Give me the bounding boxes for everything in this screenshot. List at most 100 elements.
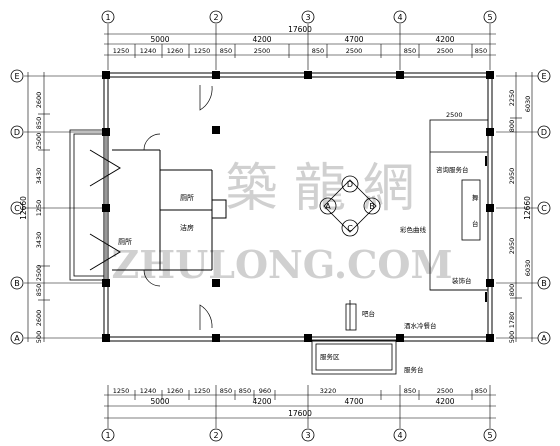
axis-label: 1 bbox=[105, 431, 110, 440]
axis-label: E bbox=[14, 72, 19, 81]
dim-top-fine: 850 bbox=[220, 47, 232, 55]
dim-top-fine: 2500 bbox=[254, 47, 271, 55]
marker-d bbox=[341, 175, 359, 193]
dim-inner: 2500 bbox=[446, 111, 463, 119]
dim-bottom-fine: 960 bbox=[259, 387, 271, 395]
dim-total-right: 12660 bbox=[523, 196, 532, 220]
dim-bottom-fine: 2500 bbox=[437, 387, 454, 395]
marker-label: D bbox=[347, 180, 353, 189]
axis-label: E bbox=[541, 72, 546, 81]
dim-right-fine: 800 bbox=[508, 284, 516, 296]
dim-total-left: 12660 bbox=[19, 196, 28, 220]
room-service: 服务区 bbox=[320, 352, 340, 361]
axis-label: 2 bbox=[213, 13, 218, 22]
axis-bubble bbox=[209, 10, 223, 24]
room-decor: 装饰台 bbox=[452, 276, 472, 285]
axis-label: B bbox=[14, 279, 20, 288]
dim-top-fine: 1250 bbox=[113, 47, 130, 55]
axis-label: B bbox=[541, 279, 547, 288]
dim-top-mid: 4200 bbox=[252, 35, 271, 44]
dim-top-fine: 2500 bbox=[437, 47, 454, 55]
dim-bottom-mid: 4700 bbox=[344, 397, 363, 406]
center-markers bbox=[319, 175, 381, 237]
dim-bottom-fine: 1250 bbox=[194, 387, 211, 395]
dim-bottom-fine: 1260 bbox=[167, 387, 184, 395]
dim-left-fine: 1250 bbox=[35, 200, 43, 217]
dim-top-fine: 850 bbox=[312, 47, 324, 55]
axis-label: 5 bbox=[487, 431, 492, 440]
dim-right-fine: 2950 bbox=[508, 238, 516, 255]
dim-right-fine: 800 bbox=[508, 120, 516, 132]
dim-top-fine: 1260 bbox=[167, 47, 184, 55]
dim-top-mid: 5000 bbox=[150, 35, 169, 44]
axis-label: 2 bbox=[213, 431, 218, 440]
dim-bottom-mid: 4200 bbox=[435, 397, 454, 406]
watermark-en: ZHULONG.COM bbox=[111, 242, 452, 287]
dim-top-fine: 850 bbox=[404, 47, 416, 55]
dim-right-fine: 500 bbox=[508, 331, 516, 343]
top-dimensions bbox=[104, 24, 496, 70]
marker-b bbox=[363, 197, 381, 215]
left-annex bbox=[69, 129, 107, 281]
dim-left-fine: 2500 bbox=[35, 265, 43, 282]
axis-label: 4 bbox=[397, 13, 402, 22]
axis-label: 3 bbox=[305, 431, 310, 440]
dim-left-fine: 500 bbox=[35, 331, 43, 343]
dim-right-fine: 6030 bbox=[524, 96, 532, 113]
room-stage-2: 台 bbox=[472, 219, 479, 228]
dim-top-fine: 850 bbox=[475, 47, 487, 55]
axis-label: D bbox=[14, 128, 20, 137]
dim-top-fine: 1250 bbox=[194, 47, 211, 55]
right-counters bbox=[429, 119, 489, 302]
room-color-zone: 彩色曲线 bbox=[400, 225, 427, 234]
dim-right-fine: 2950 bbox=[508, 168, 516, 185]
dim-total-top: 17600 bbox=[288, 25, 312, 34]
bottom-dimensions bbox=[104, 385, 496, 428]
restroom-block bbox=[89, 149, 227, 271]
dim-left-fine: 2600 bbox=[35, 92, 43, 109]
dim-bottom-fine: 850 bbox=[475, 387, 487, 395]
axis-label: D bbox=[541, 128, 547, 137]
marker-label: B bbox=[369, 202, 375, 211]
dim-left-fine: 3430 bbox=[35, 168, 43, 185]
service-area bbox=[311, 300, 397, 375]
dim-left-fine: 3430 bbox=[35, 232, 43, 249]
dim-top-fine: 2500 bbox=[346, 47, 363, 55]
left-axis-markers bbox=[10, 69, 24, 345]
watermark-cn: 築 龍 網 bbox=[225, 159, 414, 219]
axis-bubble bbox=[301, 10, 315, 24]
axis-label: C bbox=[541, 204, 547, 213]
left-dimensions bbox=[24, 72, 104, 342]
door-swings bbox=[143, 85, 213, 330]
dim-right-fine: 6030 bbox=[524, 260, 532, 277]
dim-left-fine: 850 bbox=[35, 284, 43, 296]
dim-right-fine: 2250 bbox=[508, 90, 516, 107]
room-buffet: 酒水冷餐台 bbox=[404, 321, 437, 330]
axis-label: 4 bbox=[397, 431, 402, 440]
dim-bottom-fine: 1250 bbox=[113, 387, 130, 395]
room-toilet-2: 厕所 bbox=[118, 237, 132, 246]
axis-label: 1 bbox=[105, 13, 110, 22]
dim-bottom-fine: 3220 bbox=[320, 387, 337, 395]
dim-bottom-fine: 850 bbox=[220, 387, 232, 395]
dim-bottom-mid: 4200 bbox=[252, 397, 271, 406]
dim-total-bottom: 17600 bbox=[288, 409, 312, 418]
dim-top-mid: 4200 bbox=[435, 35, 454, 44]
dim-bottom-fine: 1240 bbox=[140, 387, 157, 395]
marker-c bbox=[341, 219, 359, 237]
marker-label: C bbox=[347, 224, 353, 233]
dim-left-fine: 2500 bbox=[35, 133, 43, 150]
room-bar: 吧台 bbox=[362, 309, 375, 318]
room-toilet-1: 厕所 bbox=[180, 193, 194, 202]
dim-bottom-mid: 5000 bbox=[150, 397, 169, 406]
watermark: 築 龍 網 ZHULONG.COM bbox=[111, 159, 452, 287]
room-cleaning: 洁房 bbox=[180, 223, 194, 232]
marker-a bbox=[319, 197, 337, 215]
axis-bubble bbox=[483, 10, 497, 24]
dim-bottom-fine: 850 bbox=[239, 387, 251, 395]
axis-label: 5 bbox=[487, 13, 492, 22]
top-axis-markers bbox=[101, 10, 497, 24]
marker-label: A bbox=[325, 202, 331, 211]
bottom-axis-markers bbox=[101, 428, 497, 442]
